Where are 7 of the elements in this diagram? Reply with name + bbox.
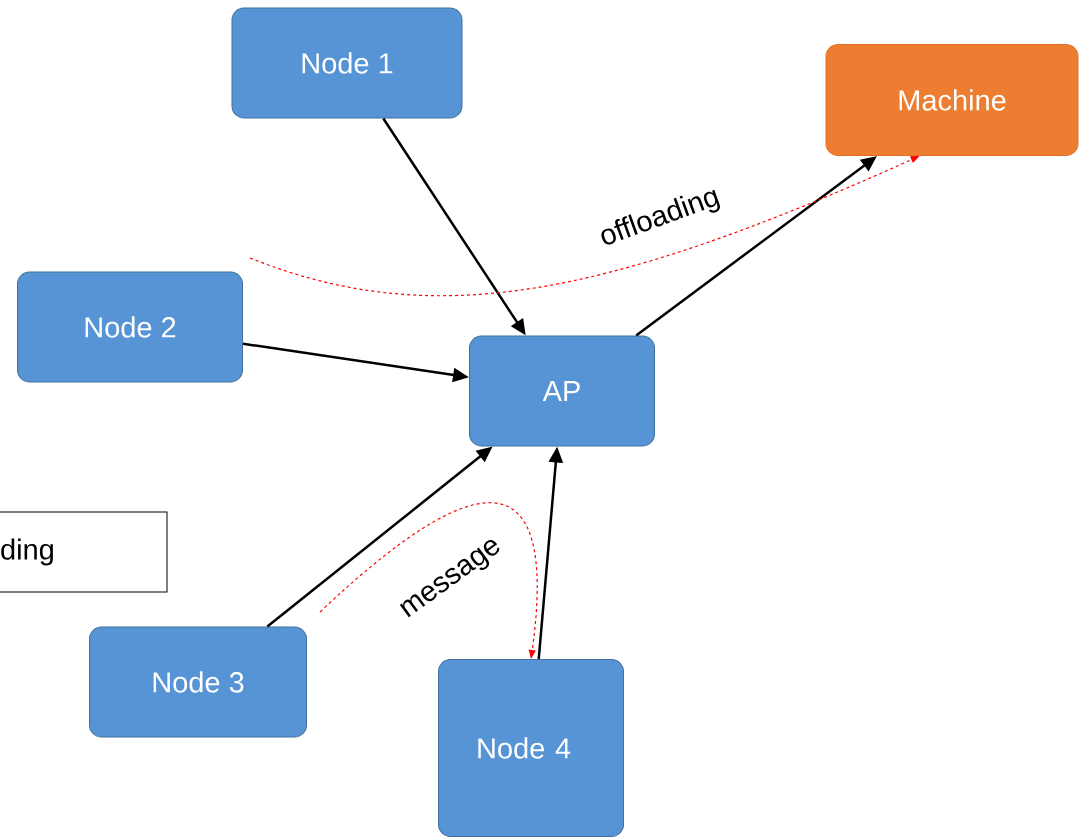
process-box: Machine <box>825 44 1079 156</box>
process-box: Node 1 <box>231 7 463 119</box>
process-box: Node 2 <box>17 271 243 383</box>
process-box: AP <box>469 335 655 447</box>
process-box: Node 4 <box>438 659 624 837</box>
process-box: Node 3 <box>89 626 307 738</box>
text-box: ding <box>0 511 168 593</box>
